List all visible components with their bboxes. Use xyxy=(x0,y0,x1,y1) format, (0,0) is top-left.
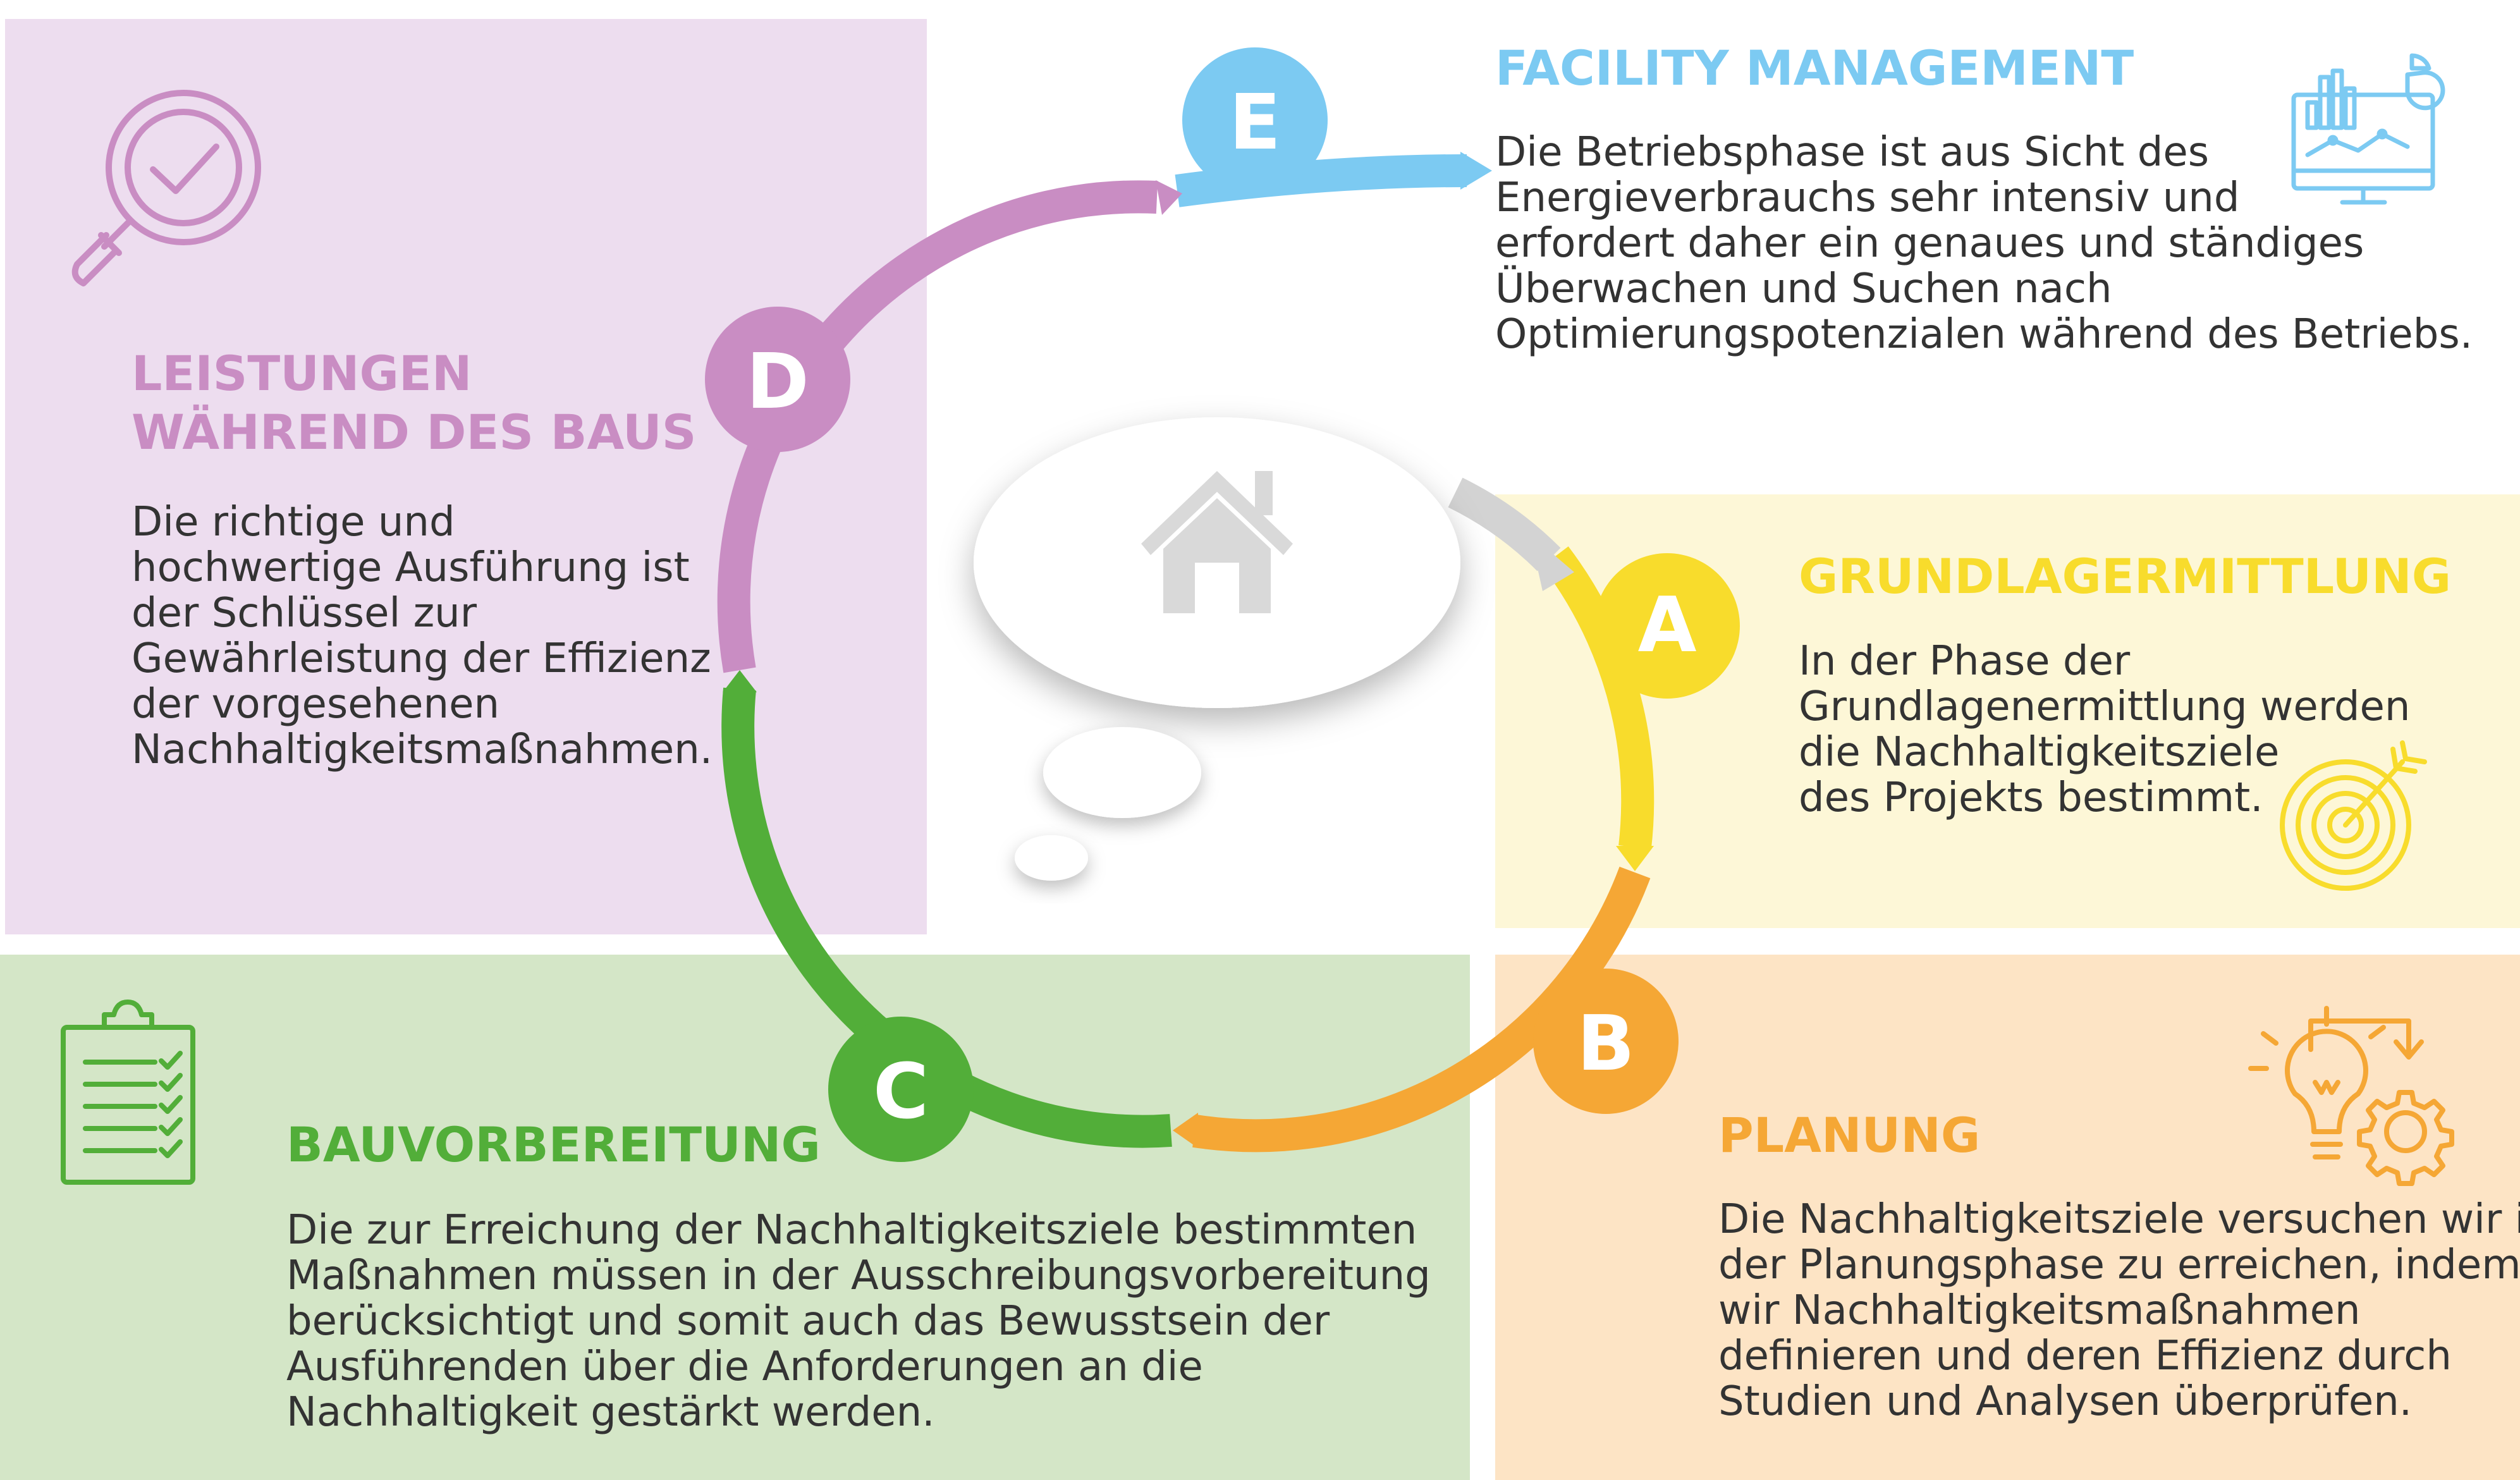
arc-yellow xyxy=(1542,546,1655,849)
arc-orange xyxy=(1192,866,1651,1153)
house-icon xyxy=(1141,471,1293,613)
badge-c: C xyxy=(828,1017,974,1162)
arrow-gray-head xyxy=(1530,534,1574,591)
phase-e-line: erfordert daher ein genaues und ständige… xyxy=(1495,220,2364,267)
arrow-green-head xyxy=(723,670,757,692)
arc-purple xyxy=(717,180,1158,673)
phase-a-line: des Projekts bestimmt. xyxy=(1799,774,2263,821)
target-icon xyxy=(2280,740,2427,891)
phase-c-description: Die zur Erreichung der Nachhaltigkeitszi… xyxy=(286,1208,1431,1435)
phase-e-line: Die Betriebsphase ist aus Sicht des xyxy=(1495,129,2210,176)
phase-b-line: definieren und deren Effizienz durch xyxy=(1718,1333,2452,1379)
magnifier-check-icon xyxy=(71,90,261,286)
phase-b-line: der Planungsphase zu erreichen, indem xyxy=(1718,1242,2520,1288)
phase-a-description: In der Phase der Grundlagenermittlung we… xyxy=(1799,639,2410,821)
arrow-purple-head xyxy=(1156,180,1182,215)
badge-e: E xyxy=(1182,47,1328,193)
phase-d-line: Nachhaltigkeitsmaßnahmen. xyxy=(132,726,713,773)
phase-d-line: Die richtige und xyxy=(132,499,455,546)
thought-bubble xyxy=(974,417,1460,881)
arrow-yellow-head xyxy=(1616,846,1654,871)
arc-blue xyxy=(1175,154,1467,207)
phase-d-line: hochwertige Ausführung ist xyxy=(132,544,690,591)
clipboard-checklist-icon xyxy=(61,1000,195,1185)
phase-d-line: Gewährleistung der Effizienz xyxy=(132,635,711,682)
phase-a-line: In der Phase der xyxy=(1799,638,2131,685)
badge-e-letter: E xyxy=(1229,79,1281,167)
phase-b-line: Die Nachhaltigkeitsziele versuchen wir i… xyxy=(1718,1196,2520,1243)
phase-a-line: Grundlagenermittlung werden xyxy=(1799,683,2411,730)
phase-e-line: Überwachen und Suchen nach xyxy=(1495,266,2112,312)
badge-d-letter: D xyxy=(746,338,809,426)
arc-green xyxy=(721,687,1172,1148)
badge-c-letter: C xyxy=(873,1048,929,1136)
phase-b-description: Die Nachhaltigkeitsziele versuchen wir i… xyxy=(1718,1197,2520,1424)
phase-c-title: BAUVORBEREITUNG xyxy=(286,1116,821,1173)
arrow-blue-head xyxy=(1460,152,1492,190)
phase-c-line: Nachhaltigkeit gestärkt werden. xyxy=(286,1389,935,1436)
phase-c-line: Die zur Erreichung der Nachhaltigkeitszi… xyxy=(286,1207,1417,1254)
phase-a-line: die Nachhaltigkeitsziele xyxy=(1799,729,2280,776)
phase-b-title: PLANUNG xyxy=(1718,1107,1981,1163)
phase-d-line: der vorgesehenen xyxy=(132,681,500,728)
badge-b-letter: B xyxy=(1577,1000,1634,1088)
phase-d-description: Die richtige und hochwertige Ausführung … xyxy=(132,499,713,773)
lightbulb-gear-icon xyxy=(2248,1006,2454,1186)
badge-d: D xyxy=(705,307,850,452)
phase-d-title-line: LEISTUNGEN xyxy=(132,345,472,401)
phase-e-description: Die Betriebsphase ist aus Sicht des Ener… xyxy=(1495,130,2473,357)
phase-a-title: GRUNDLAGERMITTLUNG xyxy=(1799,548,2452,604)
monitor-dashboard-icon xyxy=(2291,53,2445,205)
phase-b-line: Studien und Analysen überprüfen. xyxy=(1718,1378,2413,1425)
badge-b: B xyxy=(1533,969,1679,1114)
panel-c-background xyxy=(0,955,1470,1480)
phase-c-line: Ausführenden über die Anforderungen an d… xyxy=(286,1343,1203,1390)
phase-d-title: LEISTUNGEN WÄHREND DES BAUS xyxy=(132,345,696,462)
phase-e-title: FACILITY MANAGEMENT xyxy=(1495,40,2134,96)
badge-a: A xyxy=(1594,553,1740,699)
phase-d-title-line: WÄHREND DES BAUS xyxy=(132,403,697,460)
phase-c-line: berücksichtigt und somit auch das Bewuss… xyxy=(286,1298,1330,1345)
phase-c-line: Maßnahmen müssen in der Ausschreibungsvo… xyxy=(286,1252,1431,1299)
arrow-orange-head xyxy=(1173,1113,1198,1148)
phase-d-line: der Schlüssel zur xyxy=(132,590,477,637)
phase-e-line: Energieverbrauchs sehr intensiv und xyxy=(1495,174,2240,221)
phase-b-line: wir Nachhaltigkeitsmaßnahmen xyxy=(1718,1287,2361,1334)
badge-a-letter: A xyxy=(1638,582,1697,670)
phase-e-line: Optimierungspotenzialen während des Betr… xyxy=(1495,311,2473,358)
